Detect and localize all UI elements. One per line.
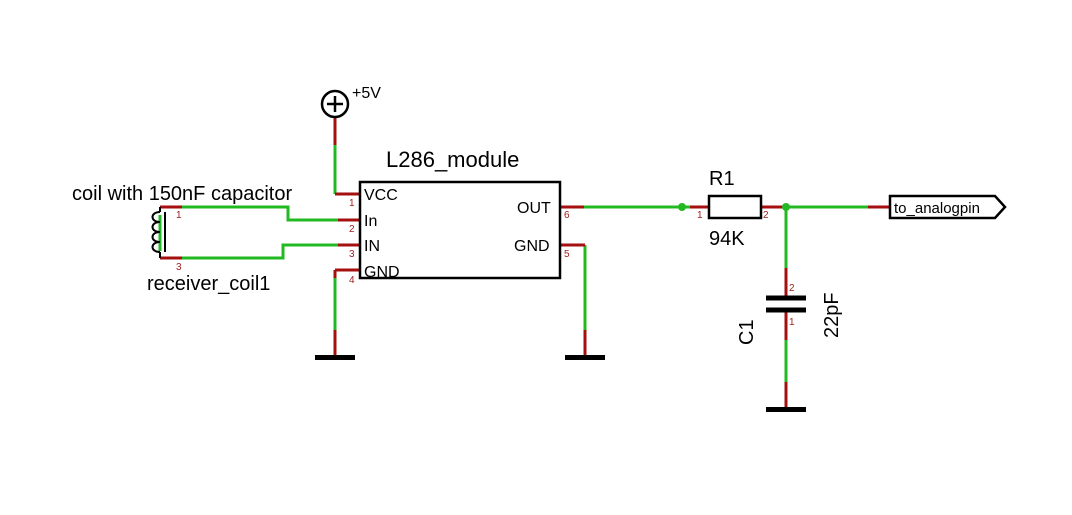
capacitor-pin-top-number: 2 (789, 283, 795, 294)
module-pin-in-upper-number: 3 (349, 249, 355, 260)
junction-dot (678, 203, 686, 211)
resistor-pin-left-number: 1 (697, 210, 703, 221)
module-name: L286_module (386, 147, 519, 172)
wire-coil-bottom (182, 243, 338, 260)
module-pin-out-number: 6 (564, 210, 570, 221)
module-pin-gnd-left-label: GND (364, 264, 400, 281)
coil-inductor-icon (151, 207, 166, 258)
coil-title: coil with 150nF capacitor (72, 183, 292, 205)
module-pin-vcc-number: 1 (349, 198, 355, 209)
coil-name: receiver_coil1 (147, 273, 270, 295)
module-pin-out-label: OUT (517, 200, 551, 217)
junction-dot (782, 203, 790, 211)
coil-pin-top-number: 1 (176, 210, 182, 221)
resistor-ref: R1 (709, 168, 735, 190)
capacitor-icon (766, 295, 806, 313)
resistor-value: 94K (709, 228, 745, 250)
module-pin-in-upper-label: IN (364, 238, 380, 255)
ground-icon (315, 355, 355, 360)
power-plus-icon (320, 89, 350, 119)
coil-pin-bottom-number: 3 (176, 262, 182, 273)
power-label: +5V (352, 85, 381, 102)
ground-icon (766, 407, 806, 412)
resistor-pin-right-number: 2 (763, 210, 769, 221)
capacitor-ref: C1 (736, 319, 758, 345)
wires (158, 145, 868, 382)
module-pin-in-lower-number: 2 (349, 224, 355, 235)
module-pin-vcc-label: VCC (364, 187, 398, 204)
module-body (358, 180, 562, 280)
pin-stubs (160, 117, 890, 408)
module-pin-gnd-right-label: GND (514, 238, 550, 255)
resistor-body (707, 194, 763, 220)
wire-coil-top (182, 205, 338, 222)
capacitor-pin-bottom-number: 1 (789, 317, 795, 328)
net-label-text: to_analogpin (894, 200, 980, 217)
module-pin-gnd-right-number: 5 (564, 249, 570, 260)
ground-icon (565, 355, 605, 360)
capacitor-value: 22pF (821, 292, 843, 338)
net-label-flag (888, 194, 1007, 220)
module-pin-in-lower-label: In (364, 213, 377, 230)
module-pin-gnd-left-number: 4 (349, 275, 355, 286)
